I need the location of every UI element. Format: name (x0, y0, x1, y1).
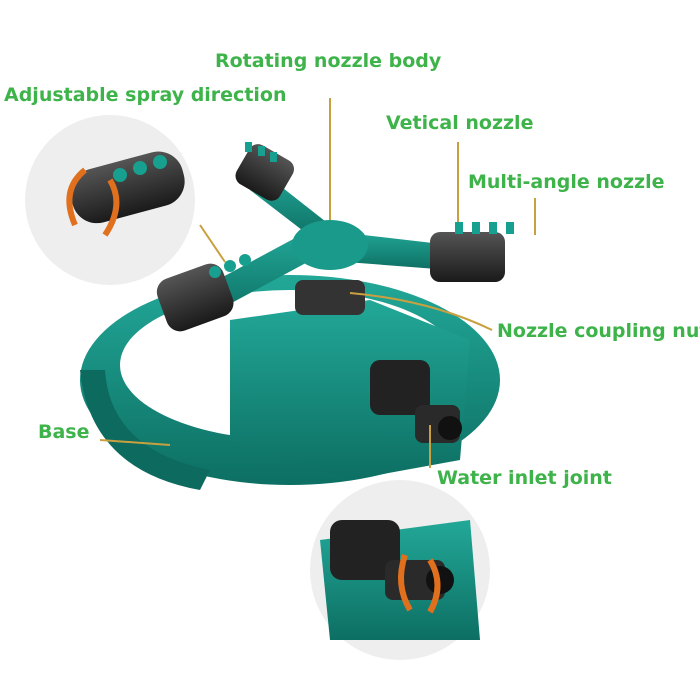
label-base: Base (38, 421, 90, 443)
label-water-inlet-joint: Water inlet joint (437, 467, 612, 489)
water-inlet-joint (370, 360, 462, 443)
label-multi-angle-nozzle: Multi-angle nozzle (468, 171, 665, 193)
label-nozzle-coupling-nut: Nozzle coupling nut (497, 320, 700, 342)
label-rotating-nozzle-body: Rotating nozzle body (215, 50, 442, 72)
nozzle-coupling-nut (295, 280, 365, 315)
leader-lines (99, 98, 536, 468)
base-block (230, 300, 470, 480)
rotation-arrow-icon (66, 167, 87, 227)
label-adjustable-spray-direction: Adjustable spray direction (4, 84, 287, 106)
inset-inlet-detail (320, 520, 480, 640)
label-vertical-nozzle: Vetical nozzle (386, 112, 534, 134)
rotating-nozzle-body (156, 142, 514, 332)
rotation-arrow-icon (398, 554, 413, 612)
inset-nozzle-detail (66, 151, 185, 237)
